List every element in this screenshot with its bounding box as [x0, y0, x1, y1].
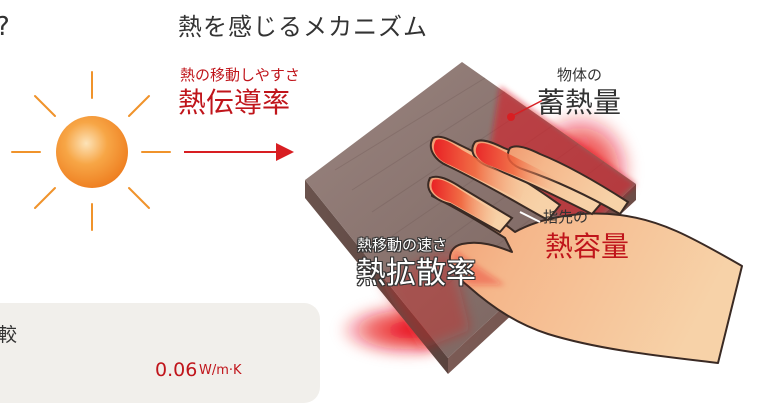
comparison-unit: W/m·K — [199, 363, 242, 378]
sun-icon — [11, 71, 171, 231]
hand — [427, 135, 743, 364]
thermal-conductivity-caption: 熱の移動しやすさ — [180, 66, 300, 84]
heat-capacity-caption: 物体の — [557, 66, 603, 84]
heat-capacity-pointer — [507, 97, 548, 121]
thermal-conductivity-label: 熱伝導率 — [178, 86, 291, 119]
diffusivity-caption: 熱移動の速さ — [357, 236, 448, 254]
comparison-label: 較 — [0, 324, 18, 346]
fingertip-pointer — [519, 211, 541, 223]
fingertip-heat-capacity-label: 熱容量 — [545, 230, 630, 263]
arrow-right-icon — [184, 143, 294, 161]
comparison-value: 0.06 — [155, 359, 198, 381]
comparison-panel — [0, 303, 320, 403]
cut-off-text: ? — [0, 12, 10, 42]
heat-capacity-label: 蓄熱量 — [537, 86, 622, 119]
diagram-title: 熱を感じるメカニズム — [178, 13, 428, 41]
thermal-diffusivity-label: 熱拡散率 — [356, 256, 476, 291]
fingertip-caption: 指先の — [543, 208, 589, 226]
diagram-scene — [11, 62, 743, 374]
